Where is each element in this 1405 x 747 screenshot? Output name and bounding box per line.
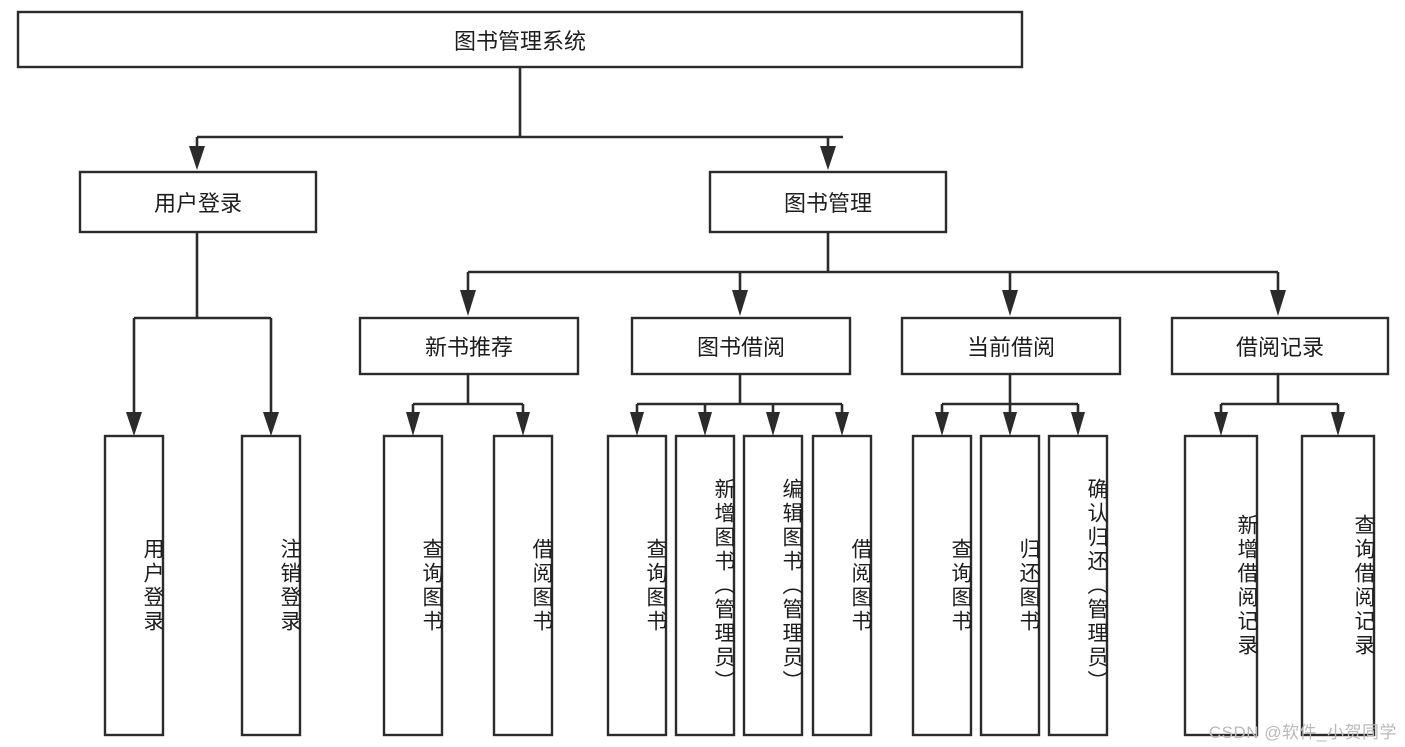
arrow-head-leaf-user-login bbox=[126, 412, 142, 436]
arrow-head-user-login bbox=[189, 146, 205, 170]
arrow-head-book-borrow bbox=[732, 290, 748, 316]
node-book-borrow-box[interactable] bbox=[630, 316, 852, 376]
arrow-head-leaf-query-book-1 bbox=[406, 412, 420, 436]
node-leaf-confirm-return-box[interactable] bbox=[1047, 434, 1109, 737]
arrow-head-leaf-add-book bbox=[698, 412, 712, 436]
node-new-book-recommend-box[interactable] bbox=[358, 316, 580, 376]
arrow-head-leaf-add-record bbox=[1214, 412, 1228, 436]
arrow-head-leaf-borrow-book-2 bbox=[835, 412, 849, 436]
arrow-head-leaf-borrow-book-1 bbox=[516, 412, 530, 436]
node-leaf-user-logout-box[interactable] bbox=[240, 434, 302, 737]
node-leaf-query-book-1-box[interactable] bbox=[382, 434, 444, 737]
node-borrow-record-box[interactable] bbox=[1170, 316, 1390, 376]
node-root-box[interactable] bbox=[16, 10, 1024, 69]
arrow-head-new-book-recommend bbox=[460, 290, 476, 316]
node-leaf-return-book-box[interactable] bbox=[979, 434, 1041, 737]
node-book-manage-box[interactable] bbox=[708, 170, 948, 234]
node-leaf-user-login-box[interactable] bbox=[103, 434, 165, 737]
arrow-head-borrow-record bbox=[1270, 290, 1286, 316]
arrow-head-leaf-user-logout bbox=[263, 412, 279, 436]
node-leaf-query-record-box[interactable] bbox=[1300, 434, 1376, 737]
node-leaf-query-book-3-box[interactable] bbox=[911, 434, 973, 737]
watermark-text: CSDN @软件_小贺同学 bbox=[1208, 723, 1397, 742]
arrow-head-book-manage bbox=[820, 146, 836, 170]
arrow-head-leaf-query-book-3 bbox=[935, 412, 949, 436]
arrow-head-leaf-query-book-2 bbox=[630, 412, 644, 436]
node-leaf-add-book-box[interactable] bbox=[674, 434, 736, 737]
arrow-head-leaf-return-book bbox=[1003, 412, 1017, 436]
arrow-head-leaf-confirm-return bbox=[1071, 412, 1085, 436]
node-leaf-query-book-2-box[interactable] bbox=[606, 434, 668, 737]
node-user-login-box[interactable] bbox=[78, 170, 318, 234]
node-current-borrow-box[interactable] bbox=[900, 316, 1122, 376]
arrow-head-current-borrow bbox=[1002, 290, 1018, 316]
node-leaf-edit-book-box[interactable] bbox=[742, 434, 804, 737]
arrow-head-leaf-edit-book bbox=[766, 412, 780, 436]
node-leaf-borrow-book-2-box[interactable] bbox=[811, 434, 873, 737]
arrow-head-leaf-query-record bbox=[1331, 412, 1345, 436]
node-leaf-borrow-book-1-box[interactable] bbox=[492, 434, 554, 737]
node-leaf-add-record-box[interactable] bbox=[1183, 434, 1259, 737]
